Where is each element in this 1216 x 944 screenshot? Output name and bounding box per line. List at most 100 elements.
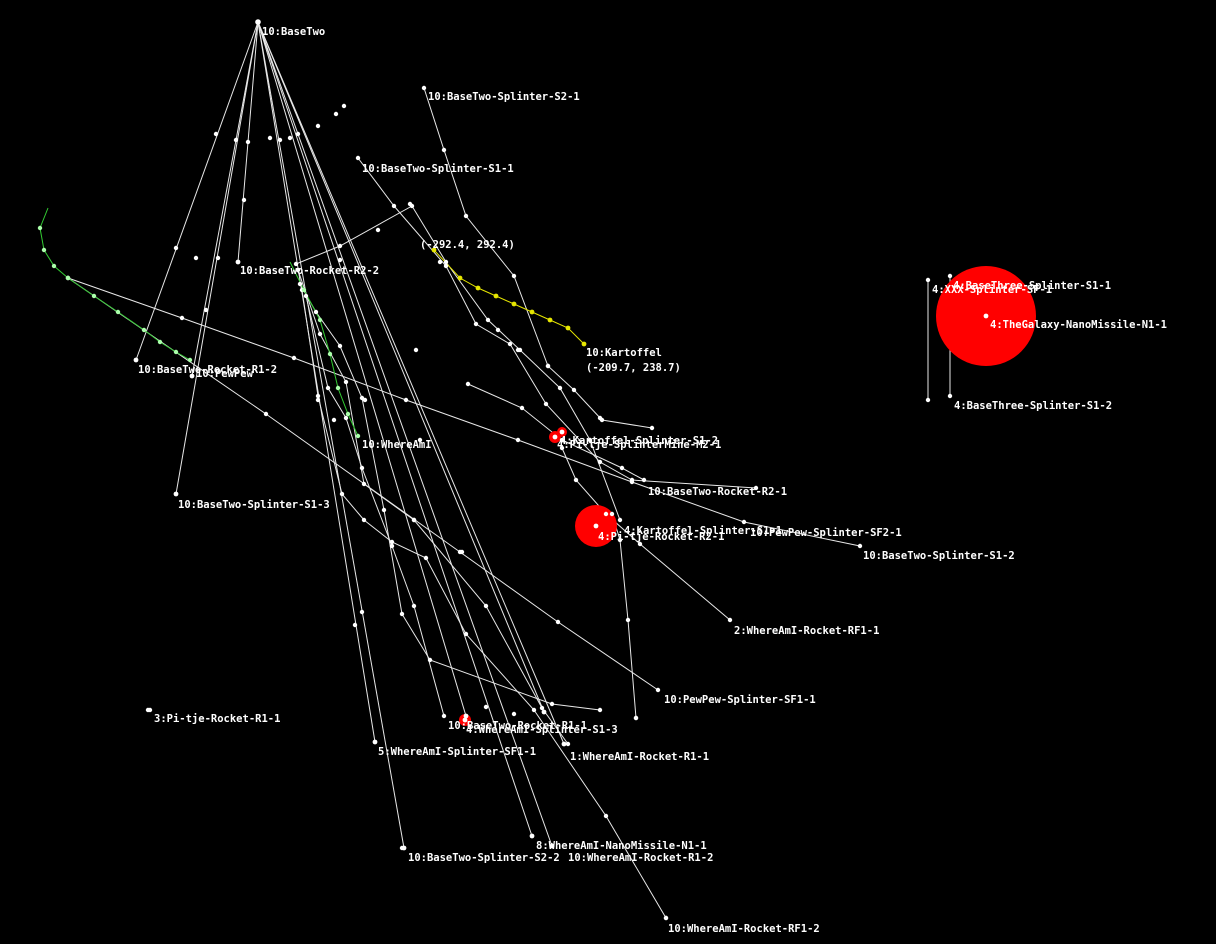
position-marker bbox=[463, 213, 469, 219]
entity-label: 4:TheGalaxy-NanoMissile-N1-1 bbox=[990, 319, 1167, 331]
green-marker bbox=[65, 275, 71, 281]
position-marker bbox=[529, 833, 535, 839]
position-marker bbox=[571, 387, 577, 393]
position-marker bbox=[727, 617, 733, 623]
entity-label: 10:PewPew-Splinter-SF1-1 bbox=[664, 694, 816, 706]
trajectory-line bbox=[423, 87, 653, 429]
position-marker bbox=[233, 137, 239, 143]
green-marker bbox=[327, 351, 333, 357]
position-marker bbox=[559, 429, 565, 435]
position-marker bbox=[303, 293, 309, 299]
position-marker bbox=[337, 257, 343, 263]
green-marker bbox=[41, 247, 47, 253]
yellow-marker bbox=[511, 301, 517, 307]
position-marker bbox=[465, 381, 471, 387]
position-marker bbox=[355, 155, 361, 161]
position-marker bbox=[545, 363, 551, 369]
position-marker bbox=[539, 705, 545, 711]
position-marker bbox=[511, 273, 517, 279]
entity-label: 10:WhereAmI-Rocket-R1-2 bbox=[568, 852, 713, 864]
position-marker bbox=[343, 415, 349, 421]
entity-label: 8:WhereAmI-NanoMissile-N1-1 bbox=[536, 840, 707, 852]
position-marker bbox=[313, 309, 319, 315]
position-marker bbox=[375, 227, 381, 233]
position-marker bbox=[741, 519, 747, 525]
position-marker bbox=[372, 739, 378, 745]
position-marker bbox=[325, 385, 331, 391]
position-marker bbox=[337, 343, 343, 349]
entity-label: 10:BaseTwo-Rocket-R1-2 bbox=[138, 364, 277, 376]
entity-label: 10:WhereAmI-Rocket-RF1-2 bbox=[668, 923, 820, 935]
position-marker bbox=[389, 543, 395, 549]
position-marker bbox=[565, 741, 571, 747]
trajectory-line bbox=[135, 21, 259, 361]
position-marker bbox=[473, 321, 479, 327]
position-marker bbox=[599, 417, 605, 423]
position-marker bbox=[331, 417, 337, 423]
trajectory-line bbox=[257, 21, 467, 717]
entity-label: 10:BaseTwo-Splinter-S1-2 bbox=[863, 550, 1015, 562]
position-marker bbox=[483, 603, 489, 609]
trajectory-line bbox=[301, 289, 667, 919]
position-marker bbox=[641, 477, 647, 483]
trajectory-line bbox=[257, 21, 376, 743]
entity-label: 10:BaseTwo-Splinter-S1-1 bbox=[362, 163, 514, 175]
entity-label: 4:Kartoffel-Splinter-S1-2 bbox=[560, 435, 718, 447]
position-marker bbox=[381, 507, 387, 513]
position-marker bbox=[277, 137, 283, 143]
yellow-marker bbox=[431, 247, 437, 253]
position-marker bbox=[297, 281, 303, 287]
position-marker bbox=[315, 397, 321, 403]
position-marker bbox=[339, 491, 345, 497]
trajectory-line bbox=[257, 21, 545, 713]
coordinate-readout: (-209.7, 238.7) bbox=[586, 362, 681, 374]
position-marker bbox=[559, 437, 565, 443]
yellow-marker bbox=[547, 317, 553, 323]
entity-label: 4:Pi-tje-SplinterMine-M2-1 bbox=[557, 439, 721, 451]
position-marker bbox=[519, 405, 525, 411]
position-marker bbox=[633, 715, 639, 721]
entity-label: 10:PewPew bbox=[196, 368, 254, 380]
position-marker bbox=[263, 411, 269, 417]
green-marker bbox=[157, 339, 163, 345]
position-marker bbox=[609, 511, 615, 517]
position-marker bbox=[343, 379, 349, 385]
yellow-marker bbox=[475, 285, 481, 291]
trajectory-line bbox=[257, 21, 553, 847]
position-marker bbox=[511, 711, 517, 717]
position-marker bbox=[947, 393, 953, 399]
entity-label: 10:BaseTwo-Splinter-S1-3 bbox=[178, 499, 330, 511]
position-marker bbox=[603, 511, 609, 517]
position-marker bbox=[241, 197, 247, 203]
entity-label: 10:PewPew-Splinter-SF2-1 bbox=[750, 527, 902, 539]
position-marker bbox=[617, 537, 623, 543]
position-marker bbox=[315, 393, 321, 399]
green-marker bbox=[345, 411, 351, 417]
entity-label: 4:WhereAmI-Splinter-S1-3 bbox=[466, 724, 618, 736]
position-marker bbox=[637, 541, 643, 547]
green-marker bbox=[301, 287, 307, 293]
position-marker bbox=[203, 307, 209, 313]
entity-label: 4:Kartoffel-Splinter-S1-1 bbox=[624, 525, 782, 537]
yellow-marker bbox=[529, 309, 535, 315]
position-marker bbox=[441, 713, 447, 719]
trajectory-layer bbox=[39, 21, 951, 919]
green-marker bbox=[115, 309, 121, 315]
trajectory-line bbox=[257, 21, 405, 849]
entity-label: 10:WhereAmI bbox=[362, 439, 432, 451]
position-marker bbox=[557, 385, 563, 391]
trajectory-line bbox=[257, 21, 565, 745]
position-marker bbox=[857, 543, 863, 549]
position-marker bbox=[561, 741, 567, 747]
green-marker bbox=[173, 349, 179, 355]
position-marker bbox=[409, 203, 415, 209]
green-marker bbox=[317, 317, 323, 323]
entity-label: 10:BaseTwo-Splinter-S2-2 bbox=[408, 852, 560, 864]
position-marker bbox=[597, 707, 603, 713]
trajectory-line bbox=[191, 21, 259, 377]
position-marker bbox=[457, 549, 463, 555]
position-marker bbox=[485, 317, 491, 323]
green-marker bbox=[141, 327, 147, 333]
position-marker bbox=[341, 103, 347, 109]
green-marker bbox=[51, 263, 57, 269]
